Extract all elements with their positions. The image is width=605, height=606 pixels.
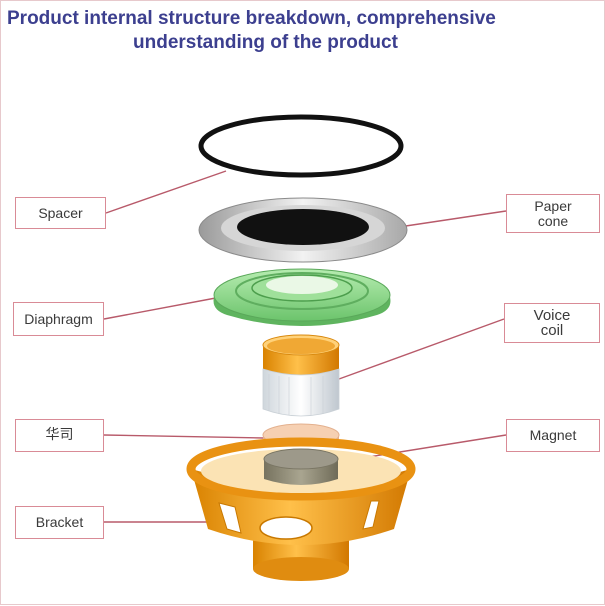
label-bracket-text: Bracket bbox=[35, 514, 84, 530]
leader-spacer bbox=[105, 170, 227, 214]
leader-huasi bbox=[103, 434, 264, 439]
label-spacer-text: Spacer bbox=[38, 204, 83, 221]
leader-diaphragm bbox=[103, 296, 222, 320]
bracket bbox=[186, 437, 416, 581]
label-huasi: 华司 bbox=[15, 419, 104, 452]
label-voice-coil: Voice coil bbox=[504, 303, 600, 343]
label-magnet: Magnet bbox=[506, 419, 600, 452]
leader-paper-cone bbox=[398, 210, 507, 228]
voice-coil bbox=[262, 334, 340, 417]
label-paper-cone-line1: Paper bbox=[534, 197, 572, 214]
leader-lines bbox=[103, 170, 507, 523]
label-magnet-text: Magnet bbox=[529, 427, 577, 443]
leader-voice-coil bbox=[338, 318, 505, 380]
title-line-1: Product internal structure breakdown, co… bbox=[7, 8, 496, 29]
label-paper-cone-line2: cone bbox=[537, 212, 569, 229]
label-spacer: Spacer bbox=[15, 197, 106, 229]
spacer-ring bbox=[198, 114, 404, 178]
label-diaphragm: Diaphragm bbox=[13, 302, 104, 336]
label-huasi-text: 华司 bbox=[45, 427, 74, 443]
page-title: Product internal structure breakdown, co… bbox=[1, 7, 605, 55]
label-diaphragm-text: Diaphragm bbox=[24, 310, 93, 327]
paper-cone bbox=[198, 197, 408, 263]
diaphragm bbox=[213, 268, 391, 326]
label-bracket: Bracket bbox=[15, 506, 104, 539]
label-voice-coil-line1: Voice bbox=[533, 307, 571, 324]
title-line-2: understanding of the product bbox=[133, 32, 398, 53]
label-voice-coil-line2: coil bbox=[540, 322, 564, 339]
label-paper-cone: Paper cone bbox=[506, 194, 600, 233]
